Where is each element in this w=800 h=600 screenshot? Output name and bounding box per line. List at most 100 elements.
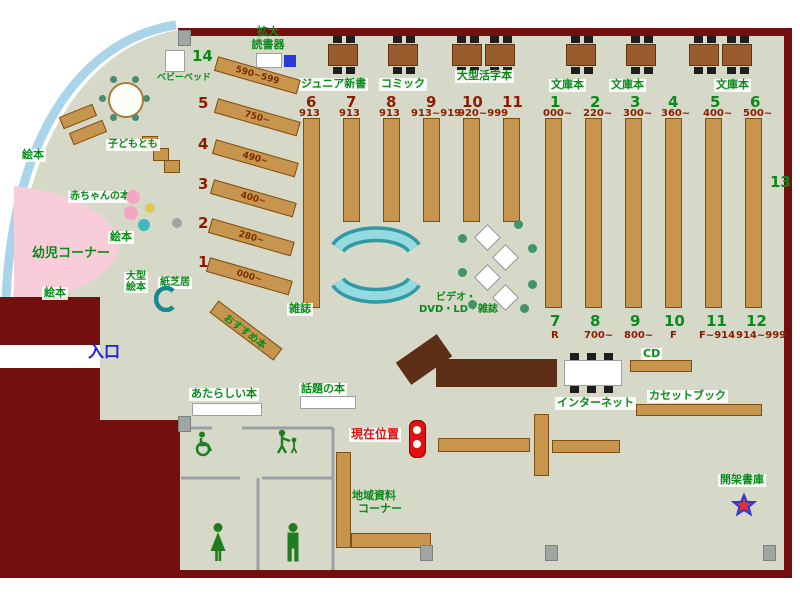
bunko-label-3: 文庫本 xyxy=(714,78,751,92)
shelf-range: 914~999 xyxy=(736,330,787,341)
chair-icon xyxy=(520,304,529,313)
marker-hole xyxy=(413,440,421,448)
entrance-label: 入口 xyxy=(88,342,121,361)
shelf-range: 360~ xyxy=(661,108,691,119)
comic-label: コミック xyxy=(379,77,427,91)
chair-icon xyxy=(571,36,580,43)
chair-icon xyxy=(468,300,477,309)
pillar-round xyxy=(172,218,182,228)
bookshelf xyxy=(585,118,602,308)
chair-icon xyxy=(694,36,703,43)
marker-hole xyxy=(413,426,421,434)
shelf-number-4: 4 xyxy=(198,135,209,153)
magnifier-reader-label: 拡大 読書器 xyxy=(251,25,285,51)
chair-icon xyxy=(604,353,613,360)
chair-icon xyxy=(644,67,653,74)
pillar xyxy=(178,416,191,432)
wall-left-upper xyxy=(0,297,100,345)
shelf-range: F~914 xyxy=(699,330,736,341)
chair-icon xyxy=(528,244,537,253)
shelf-number-7b: 7 xyxy=(550,312,561,330)
wall-left-lower xyxy=(0,368,180,578)
chair-icon xyxy=(99,95,106,102)
curved-bench-top-inner xyxy=(334,229,418,251)
baby-bed-label: ベビーベッド xyxy=(157,73,212,83)
current-position-label: 現在位置 xyxy=(349,427,402,442)
shelf-number-2t: 2 xyxy=(590,93,601,111)
reading-table xyxy=(328,36,358,74)
bookshelf xyxy=(534,414,549,476)
pillar xyxy=(545,545,558,561)
chair-icon xyxy=(458,234,467,243)
regional-shelf-vertical xyxy=(336,452,351,548)
video-label-line1: ビデオ・ xyxy=(436,292,476,303)
picture-books-label-2: 絵本 xyxy=(108,230,134,244)
junior-shinsho-label: ジュニア新書 xyxy=(299,77,369,91)
shelf-range: 500~ xyxy=(743,108,773,119)
kids-round-table xyxy=(108,82,144,118)
kids-cushion-pink xyxy=(126,190,140,204)
chair-icon xyxy=(740,67,749,74)
infant-corner-area xyxy=(14,186,118,304)
chair-icon xyxy=(393,36,402,43)
reading-table xyxy=(626,36,656,74)
internet-label: インターネット xyxy=(555,396,636,410)
magnifier-desk xyxy=(256,53,282,68)
chair-icon xyxy=(570,353,579,360)
shelf-range: 000~ xyxy=(543,108,573,119)
chair-icon xyxy=(458,268,467,277)
bookshelf xyxy=(343,118,360,222)
kamishibai-stand-icon xyxy=(154,286,175,312)
magazines-label: 雑誌 xyxy=(287,302,313,316)
kamishibai-label: 紙芝居 xyxy=(158,277,192,289)
cassette-shelf xyxy=(636,404,762,416)
shelf-number-5: 5 xyxy=(198,94,209,112)
pillar xyxy=(178,30,191,46)
new-books-label: あたらしい本 xyxy=(189,387,259,401)
reading-table xyxy=(689,36,719,74)
chair-icon xyxy=(587,386,596,393)
shelf-range: 913 xyxy=(339,108,360,119)
chair-icon xyxy=(457,36,466,43)
chair-icon xyxy=(490,36,499,43)
cassette-label: カセットブック xyxy=(647,389,728,403)
chair-icon xyxy=(333,36,342,43)
bookshelf xyxy=(503,118,520,222)
topic-books-table xyxy=(300,396,356,409)
floor-entrance-corridor xyxy=(100,302,178,420)
chair-icon xyxy=(631,36,640,43)
chair-icon xyxy=(132,76,139,83)
shelf-number-5t: 5 xyxy=(710,93,721,111)
chair-icon xyxy=(631,67,640,74)
chair-icon xyxy=(604,386,613,393)
shelf-number-11b: 11 xyxy=(706,312,727,330)
shelf-number-1t: 1 xyxy=(550,93,561,111)
cd-shelf xyxy=(630,360,692,372)
chair-icon xyxy=(570,386,579,393)
video-label-line2: DVD・LD・雑誌 xyxy=(419,304,499,315)
kids-cushion-teal xyxy=(138,219,150,231)
bookshelf xyxy=(383,118,400,222)
reading-table xyxy=(722,36,752,74)
picture-books-label-1: 絵本 xyxy=(20,148,46,162)
reading-table xyxy=(485,36,515,74)
chair-icon xyxy=(393,67,402,74)
chair-icon xyxy=(346,67,355,74)
bookshelf xyxy=(745,118,762,308)
baby-bed xyxy=(165,50,185,72)
curved-outer-wall xyxy=(1,20,177,301)
chair-icon xyxy=(727,67,736,74)
chair-icon xyxy=(727,36,736,43)
shelf-number-3: 3 xyxy=(198,175,209,193)
pillar xyxy=(420,545,433,561)
shelf-number-7: 7 xyxy=(346,93,357,111)
chair-icon xyxy=(406,67,415,74)
chair-icon xyxy=(514,220,523,229)
new-books-table xyxy=(192,403,262,416)
baby-books-label: 赤ちゃんの本 xyxy=(68,191,132,203)
bookshelf xyxy=(705,118,722,308)
chair-icon xyxy=(406,36,415,43)
bunko-label-1: 文庫本 xyxy=(549,78,586,92)
chair-icon xyxy=(571,67,580,74)
shelf-number-6t: 6 xyxy=(750,93,761,111)
